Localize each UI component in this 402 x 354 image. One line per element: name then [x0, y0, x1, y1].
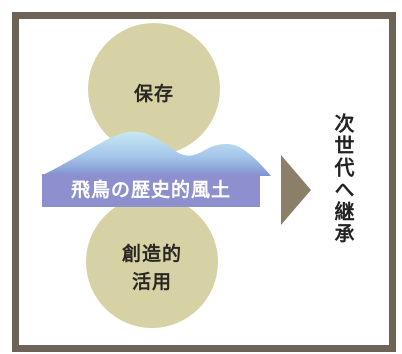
- flow-arrow-icon: [281, 155, 311, 225]
- asuka-band: 飛鳥の歴史的風土: [42, 174, 260, 207]
- mountains-illustration: [41, 131, 271, 176]
- result-vertical-text: 次世代へ継承: [331, 113, 355, 245]
- preserve-label: 保存: [133, 83, 174, 105]
- creative-use-circle: 創造的 活用: [86, 196, 218, 328]
- preserve-circle: 保存: [88, 23, 220, 155]
- asuka-band-label: 飛鳥の歴史的風土: [70, 179, 231, 201]
- creative-use-label: 創造的 活用: [121, 243, 182, 293]
